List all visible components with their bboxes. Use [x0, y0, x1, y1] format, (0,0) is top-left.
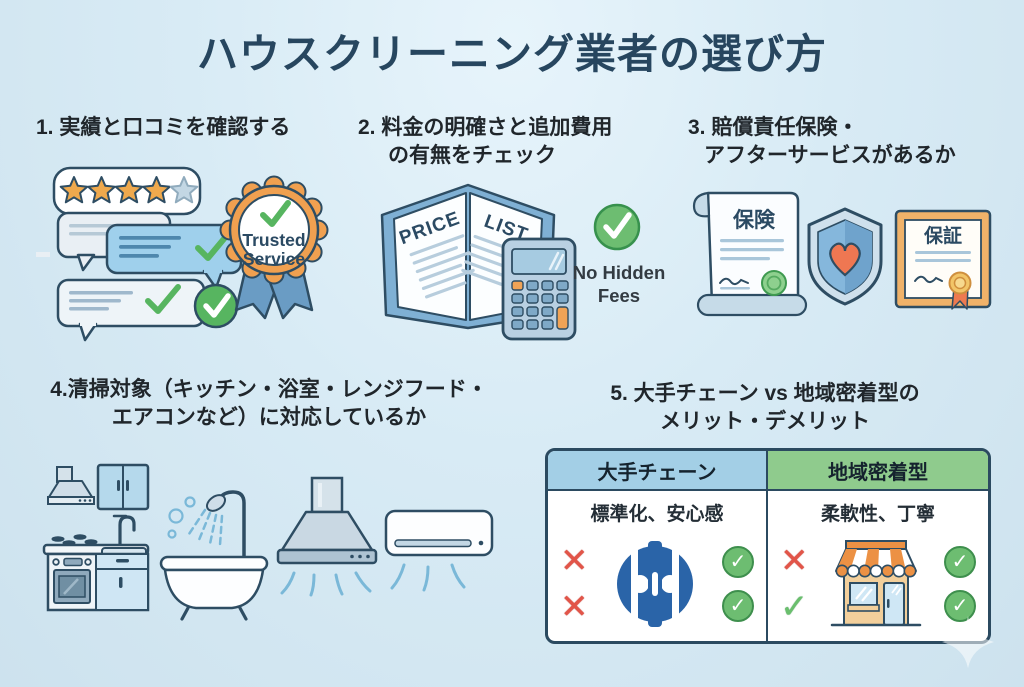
section-insurance: 3. 賠償責任保険・ アフターサービスがあるか 保険 [688, 114, 1018, 345]
heading-line: の有無をチェック [388, 143, 556, 167]
scroll-label: 保険 [732, 209, 776, 232]
table-marks-chain: ✕✕ ✓✓ [548, 533, 768, 641]
reviews-illustration: Trusted Service [36, 166, 329, 341]
badge-text-line2: Service [243, 249, 306, 269]
section-pricing: 2. 料金の明確さと追加費用 の有無をチェック PRICE [358, 114, 673, 347]
x-mark-icon: ✕ [560, 542, 589, 580]
insurance-illustration: 保険 保証 [692, 192, 992, 317]
section-insurance-heading: 3. 賠償責任保険・ アフターサービスがあるか [688, 114, 1018, 169]
page-title: ハウスクリーニング業者の選び方 [197, 31, 827, 77]
marks-column: ✕✓ [780, 544, 809, 624]
check-circle-mark-icon: ✓ [944, 590, 976, 622]
table-header-chain: 大手チェーン [548, 451, 768, 491]
star-filled-icon [87, 175, 116, 204]
kitchen-icon [42, 464, 150, 612]
section-comparison: 5. 大手チェーン vs 地域密着型の メリット・デメリット [530, 380, 1000, 435]
star-filled-icon [59, 175, 89, 204]
check-circle-mark-icon: ✓ [944, 546, 976, 578]
chat-bubble-icon [56, 278, 206, 341]
guarantee-certificate: 保証 [894, 210, 992, 311]
heading-line: エアコンなど）に対応しているか [111, 405, 427, 429]
section-reviews-heading: 1. 実績と口コミを確認する [36, 116, 291, 139]
comparison-table: 大手チェーン 地域密着型 標準化、安心感 柔軟性、丁寧 ✕✕ ✓✓ ✕✓ [545, 448, 991, 644]
check-icon [145, 283, 181, 314]
star-rating [52, 166, 202, 215]
local-store-icon [831, 540, 922, 627]
table-trait-chain: 標準化、安心感 [548, 491, 768, 533]
air-conditioner-icon [384, 510, 494, 592]
star-empty-icon [169, 175, 199, 204]
heading-line: 5. 大手チェーン vs 地域密着型の [610, 382, 920, 405]
sparkle-watermark-icon [942, 616, 994, 668]
section-targets-heading: 4.清掃対象（キッチン・浴室・レンジフード・ エアコンなど）に対応しているか [20, 376, 518, 431]
heading-line: 3. 賠償責任保険・ [688, 116, 859, 139]
section-comparison-heading: 5. 大手チェーン vs 地域密着型の メリット・デメリット [530, 380, 1000, 435]
section-pricing-heading: 2. 料金の明確さと追加費用 の有無をチェック [358, 114, 673, 169]
targets-illustration [42, 464, 494, 622]
table-header-local: 地域密着型 [768, 451, 988, 491]
check-icon [195, 230, 231, 261]
check-icon [260, 199, 291, 227]
trusted-badge: Trusted Service [219, 175, 329, 319]
marks-column: ✓✓ [944, 546, 976, 622]
table-marks-local: ✕✓ [768, 533, 988, 641]
check-circle-mark-icon: ✓ [722, 590, 754, 622]
chain-logo-icon [617, 541, 694, 627]
bathtub-icon [159, 490, 269, 622]
chat-bubble-icon [105, 223, 243, 289]
star-filled-icon [142, 175, 171, 204]
section-targets: 4.清掃対象（キッチン・浴室・レンジフード・ エアコンなど）に対応しているか [20, 376, 518, 650]
badge-text-line1: Trusted [242, 230, 305, 250]
insurance-scroll: 保険 [692, 192, 808, 317]
range-hood-icon [276, 477, 378, 597]
section-reviews: 1. 実績と口コミを確認する [36, 114, 348, 353]
heading-line: 4.清掃対象（キッチン・浴室・レンジフード・ [50, 378, 488, 401]
star-filled-icon [114, 175, 144, 204]
marks-column: ✕✕ [560, 544, 589, 624]
x-mark-icon: ✕ [560, 588, 589, 626]
check-circle-icon [593, 204, 641, 251]
shield-heart-icon [807, 207, 883, 306]
x-mark-icon: ✕ [780, 542, 809, 580]
heading-line: メリット・デメリット [660, 409, 870, 433]
check-circle-icon [193, 283, 239, 328]
window-icon [849, 582, 879, 606]
heading-line: 2. 料金の明確さと追加費用 [358, 116, 613, 139]
certificate-label: 保証 [923, 224, 962, 247]
fees-text-line1: No Hidden [573, 262, 666, 283]
heart-icon [829, 243, 861, 277]
seal-icon [761, 270, 787, 297]
fees-text-line2: Fees [598, 285, 640, 306]
marks-column: ✓✓ [722, 546, 754, 622]
heading-line: アフターサービスがあるか [704, 143, 956, 167]
check-circle-mark-icon: ✓ [722, 546, 754, 578]
calculator-icon [501, 238, 577, 341]
pricing-illustration: PRICE LIST [380, 184, 666, 341]
shower-head-icon [205, 494, 227, 513]
check-mark-icon: ✓ [780, 588, 809, 626]
no-hidden-fees: No Hidden Fees [573, 204, 666, 306]
table-trait-local: 柔軟性、丁寧 [820, 503, 935, 525]
